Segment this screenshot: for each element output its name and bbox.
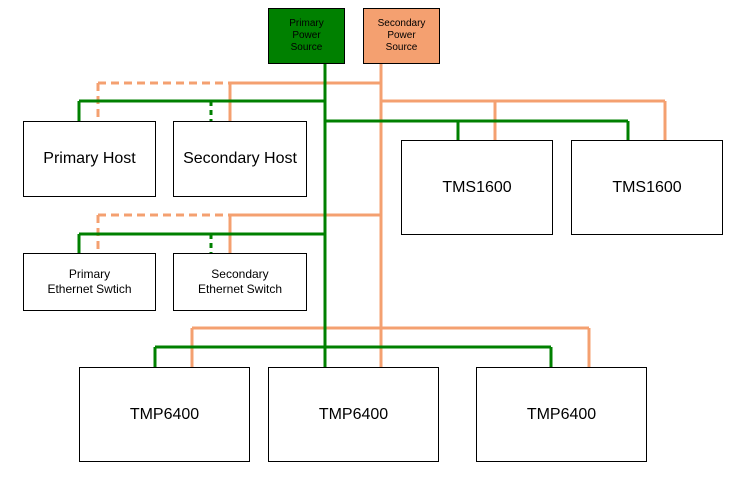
primary-ethernet-switch-label: Primary Ethernet Swtich <box>47 267 132 296</box>
tmp6400-box: TMP6400 <box>268 367 439 462</box>
tms1600-label: TMS1600 <box>442 178 512 196</box>
tmp6400-label: TMP6400 <box>526 405 597 423</box>
tmp6400-label: TMP6400 <box>129 405 200 423</box>
secondary-ethernet-switch-label: Secondary Ethernet Switch <box>197 267 283 296</box>
tms1600-box: TMS1600 <box>401 140 553 235</box>
primary-ethernet-switch-box: Primary Ethernet Swtich <box>23 253 156 311</box>
secondary-ethernet-switch-box: Secondary Ethernet Switch <box>173 253 307 311</box>
tms1600-label: TMS1600 <box>612 178 682 196</box>
secondary-power-source-box: Secondary Power Source <box>363 8 440 64</box>
tms1600-box: TMS1600 <box>571 140 723 235</box>
tmp6400-box: TMP6400 <box>476 367 647 462</box>
secondary-host-box: Secondary Host <box>173 121 307 197</box>
primary-power-source-box: Primary Power Source <box>268 8 345 64</box>
secondary-power-source-label: Secondary Power Source <box>377 18 426 53</box>
primary-power-source-label: Primary Power Source <box>289 18 324 53</box>
primary-host-box: Primary Host <box>23 121 156 197</box>
primary-host-label: Primary Host <box>43 150 136 167</box>
secondary-host-label: Secondary Host <box>183 150 297 167</box>
tmp6400-label: TMP6400 <box>318 405 389 423</box>
primary-power-lines <box>77 64 630 367</box>
secondary-power-lines <box>190 64 667 367</box>
tmp6400-box: TMP6400 <box>79 367 250 462</box>
